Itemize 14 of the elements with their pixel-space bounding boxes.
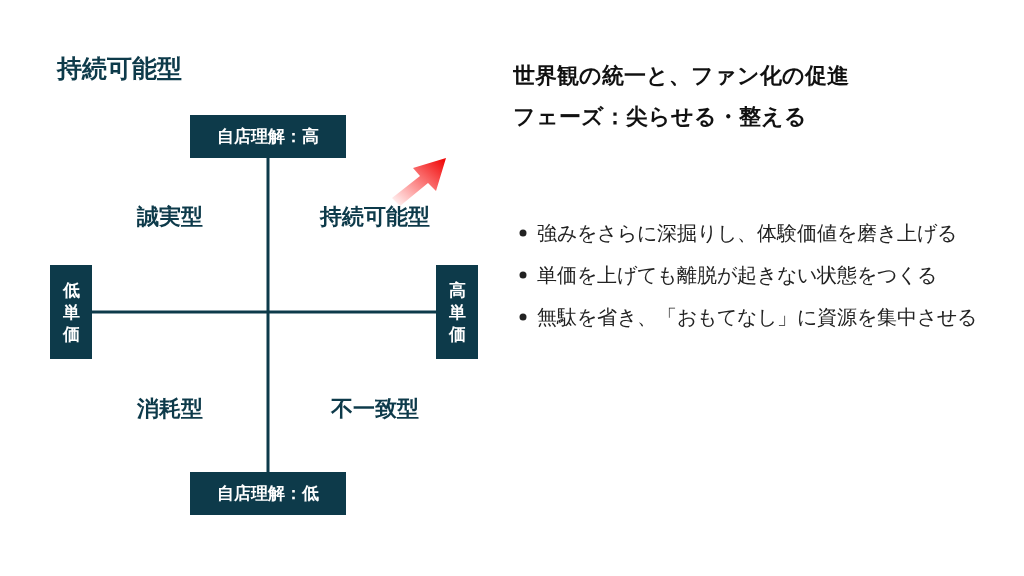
bullet-item: 無駄を省き、「おもてなし」に資源を集中させる xyxy=(537,305,977,329)
heading: フェーズ：尖らせる・整える xyxy=(513,103,807,131)
axis-label: 自店理解：低 xyxy=(190,472,346,515)
quadrant-label: 不一致型 xyxy=(331,395,419,423)
quadrant-label: 誠実型 xyxy=(137,203,203,231)
title: 持続可能型 xyxy=(57,53,182,85)
quadrant-label: 消耗型 xyxy=(137,395,203,423)
quadrant-label: 持続可能型 xyxy=(320,203,430,231)
axis-label: 低単価 xyxy=(50,265,92,359)
axis-label: 自店理解：高 xyxy=(190,115,346,158)
heading: 世界観の統一と、ファン化の促進 xyxy=(513,62,849,90)
axis-label: 高単価 xyxy=(436,265,478,359)
bullet-item: 単価を上げても離脱が起きない状態をつくる xyxy=(537,263,937,287)
bullet-item: 強みをさらに深掘りし、体験価値を磨き上げる xyxy=(537,221,957,245)
